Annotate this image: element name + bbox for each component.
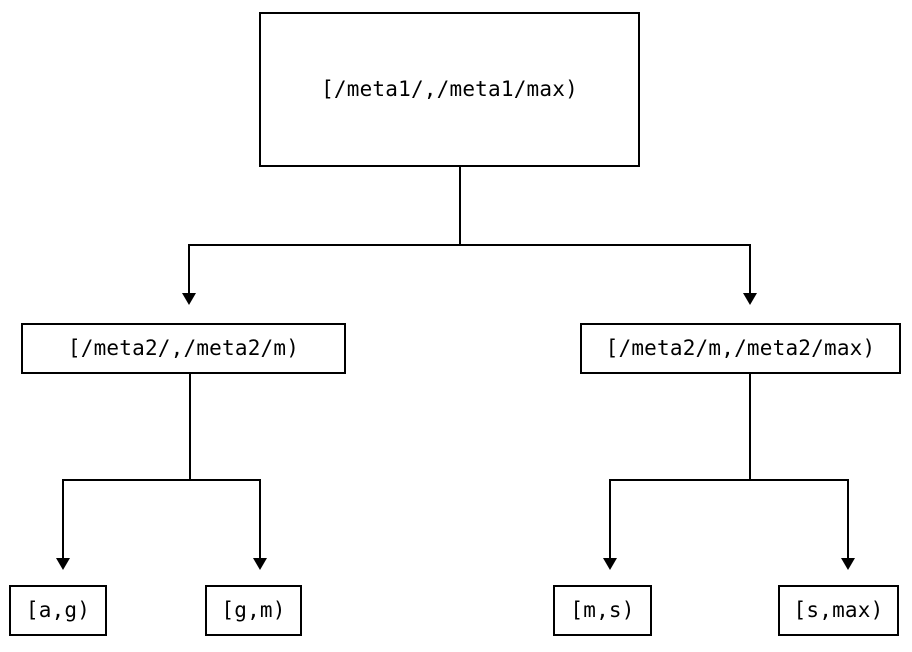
edge-midright-to-leaf-smax [749,374,855,570]
tree-node-leaf-gm-label: [g,m) [221,598,286,622]
arrowhead-icon [253,558,267,570]
tree-node-mid-right[interactable]: [/meta2/m,/meta2/max) [580,323,901,374]
tree-node-leaf-ms[interactable]: [m,s) [553,585,652,636]
edge-root-to-midleft [182,167,461,305]
arrowhead-icon [603,558,617,570]
tree-node-mid-left[interactable]: [/meta2/,/meta2/m) [21,323,346,374]
edge-midright-to-leaf-ms [603,374,751,570]
tree-node-root[interactable]: [/meta1/,/meta1/max) [259,12,640,167]
arrowhead-icon [841,558,855,570]
tree-node-root-label: [/meta1/,/meta1/max) [321,77,578,101]
arrowhead-icon [56,558,70,570]
tree-node-leaf-ms-label: [m,s) [570,598,635,622]
tree-node-leaf-smax-label: [s,max) [793,598,884,622]
edge-midleft-to-leaf-ag [56,374,191,570]
tree-node-mid-left-label: [/meta2/,/meta2/m) [67,336,300,360]
tree-node-leaf-ag-label: [a,g) [25,598,91,622]
tree-node-leaf-smax[interactable]: [s,max) [778,585,899,636]
edge-root-to-midright [459,167,757,305]
edge-midleft-to-leaf-gm [189,374,267,570]
arrowhead-icon [743,293,757,305]
arrowhead-icon [182,293,196,305]
tree-node-leaf-gm[interactable]: [g,m) [205,585,302,636]
tree-node-mid-right-label: [/meta2/m,/meta2/max) [605,336,876,360]
tree-node-leaf-ag[interactable]: [a,g) [9,585,107,636]
